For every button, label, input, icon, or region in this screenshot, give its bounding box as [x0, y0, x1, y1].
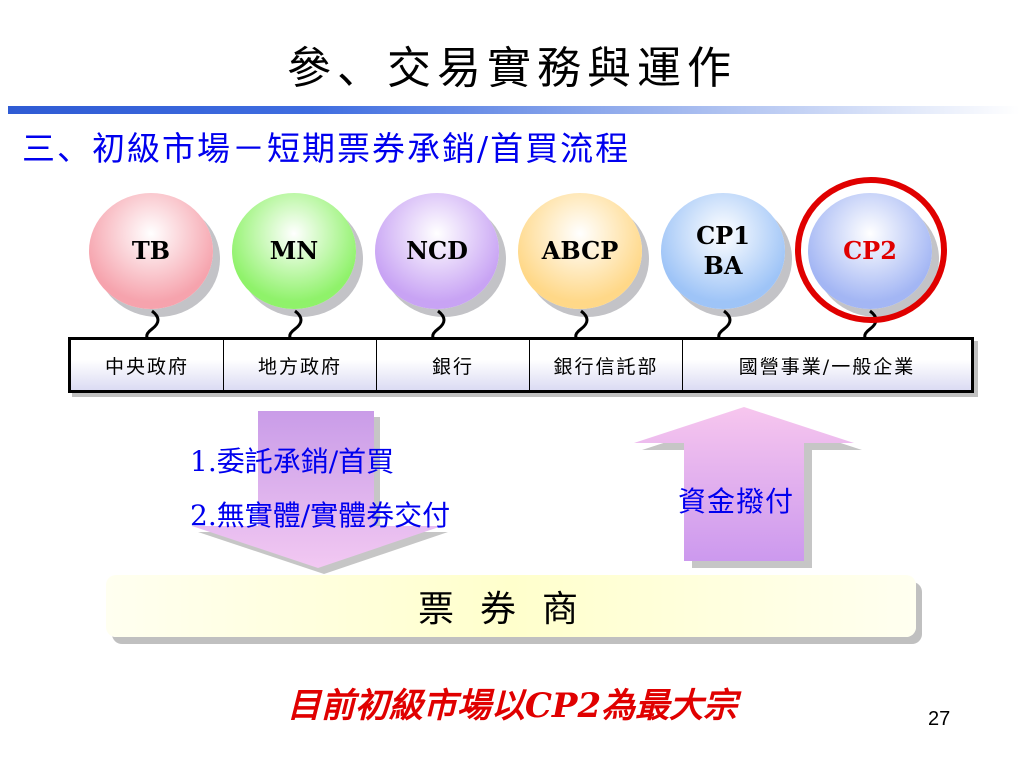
market-note: 目前初級市場以CP2為最大宗	[286, 686, 738, 726]
instrument-orb-abcp: ABCP	[518, 193, 642, 309]
step-item: 1.委託承銷/首買	[190, 445, 395, 478]
instrument-orb-mn: MN	[232, 193, 356, 309]
instrument-orb-cp1-ba: CP1 BA	[661, 193, 785, 309]
bills-dealer-box: 票券商	[106, 575, 916, 637]
down-arrow	[192, 411, 442, 568]
fund-transfer-label: 資金撥付	[678, 485, 795, 518]
page-number: 27	[928, 708, 951, 730]
instrument-label: CP2	[843, 236, 897, 265]
instrument-label: ABCP	[541, 236, 619, 265]
page-title: 參、交易實務與運作	[287, 43, 737, 94]
issuer-table: 中央政府 地方政府 銀行 銀行信託部 國營事業/一般企業	[68, 337, 974, 393]
issuer-row: 中央政府 地方政府 銀行 銀行信託部 國營事業/一般企業	[69, 338, 973, 392]
instrument-orb-cp2: CP2	[808, 193, 932, 309]
instrument-label: MN	[269, 236, 319, 265]
section-subtitle: 三、初級市場－短期票券承銷/首買流程	[22, 129, 631, 168]
instrument-label: CP1	[696, 221, 750, 250]
step-list: 1.委託承銷/首買 2.無實體/實體券交付	[190, 435, 450, 543]
issuer-cell-bank-trust: 銀行信託部	[529, 338, 683, 392]
instrument-label-second: BA	[703, 251, 743, 280]
instrument-label: TB	[131, 236, 171, 265]
instrument-orb-tb: TB	[89, 193, 213, 309]
instrument-label: NCD	[406, 236, 468, 265]
title-underline-bar	[8, 106, 1020, 114]
issuer-cell-bank: 銀行	[376, 338, 530, 392]
highlight-ring	[795, 177, 947, 323]
instrument-orb-ncd: NCD	[375, 193, 499, 309]
step-item: 2.無實體/實體券交付	[190, 499, 451, 532]
issuer-cell-local-government: 地方政府	[223, 338, 377, 392]
issuer-cell-central-government: 中央政府	[69, 338, 224, 392]
issuer-cell-enterprises: 國營事業/一般企業	[682, 338, 973, 392]
up-arrow	[634, 407, 854, 561]
